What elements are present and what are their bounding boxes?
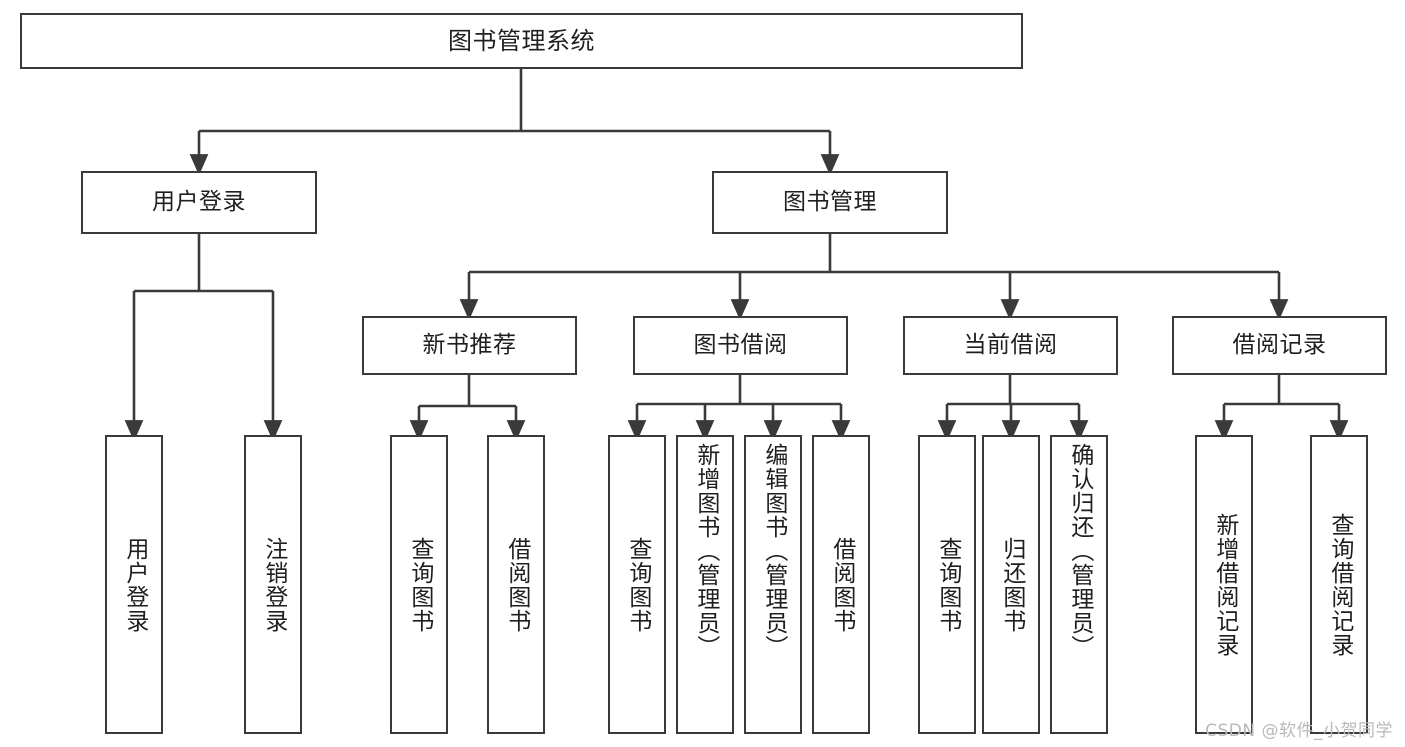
- node-label: 查询借阅记录: [1326, 512, 1353, 657]
- node-label: 新增图书（管理员）: [692, 443, 719, 659]
- leaf-borrow-book[interactable]: 借阅图书: [812, 435, 870, 734]
- node-label: 借阅图书: [828, 536, 855, 633]
- node-label: 确认归还（管理员）: [1066, 443, 1093, 659]
- node-label: 图书管理系统: [448, 26, 595, 55]
- leaf-edit-book-admin[interactable]: 编辑图书（管理员）: [744, 435, 802, 734]
- leaf-return-book[interactable]: 归还图书: [982, 435, 1040, 734]
- node-label: 用户登录: [121, 536, 148, 633]
- leaf-add-borrow-record[interactable]: 新增借阅记录: [1195, 435, 1253, 734]
- node-label: 查询图书: [934, 536, 961, 633]
- node-label: 借阅记录: [1232, 331, 1327, 358]
- node-current-borrow[interactable]: 当前借阅: [903, 316, 1118, 375]
- node-label: 注销登录: [260, 536, 287, 633]
- node-label: 新增借阅记录: [1211, 512, 1238, 657]
- node-borrow-record[interactable]: 借阅记录: [1172, 316, 1387, 375]
- node-root-system[interactable]: 图书管理系统: [20, 13, 1023, 69]
- leaf-user-login[interactable]: 用户登录: [105, 435, 163, 734]
- node-label: 借阅图书: [503, 536, 530, 633]
- leaf-query-borrow-record[interactable]: 查询借阅记录: [1310, 435, 1368, 734]
- leaf-query-book-borrow[interactable]: 查询图书: [608, 435, 666, 734]
- watermark-text: CSDN @软件_小贺同学: [1205, 721, 1393, 741]
- node-label: 查询图书: [406, 536, 433, 633]
- node-label: 编辑图书（管理员）: [760, 443, 787, 659]
- node-book-management[interactable]: 图书管理: [712, 171, 948, 234]
- leaf-query-book-current[interactable]: 查询图书: [918, 435, 976, 734]
- leaf-borrow-book-new[interactable]: 借阅图书: [487, 435, 545, 734]
- node-label: 新书推荐: [422, 331, 517, 358]
- leaf-confirm-return-admin[interactable]: 确认归还（管理员）: [1050, 435, 1108, 734]
- leaf-user-logout[interactable]: 注销登录: [244, 435, 302, 734]
- node-user-login[interactable]: 用户登录: [81, 171, 317, 234]
- node-label: 归还图书: [998, 536, 1025, 633]
- node-label: 用户登录: [152, 188, 246, 215]
- node-label: 当前借阅: [963, 331, 1058, 358]
- node-label: 图书借阅: [693, 331, 788, 358]
- leaf-query-book-new[interactable]: 查询图书: [390, 435, 448, 734]
- node-label: 查询图书: [624, 536, 651, 633]
- node-label: 图书管理: [783, 188, 877, 215]
- node-book-borrow[interactable]: 图书借阅: [633, 316, 848, 375]
- leaf-add-book-admin[interactable]: 新增图书（管理员）: [676, 435, 734, 734]
- node-new-book-recommend[interactable]: 新书推荐: [362, 316, 577, 375]
